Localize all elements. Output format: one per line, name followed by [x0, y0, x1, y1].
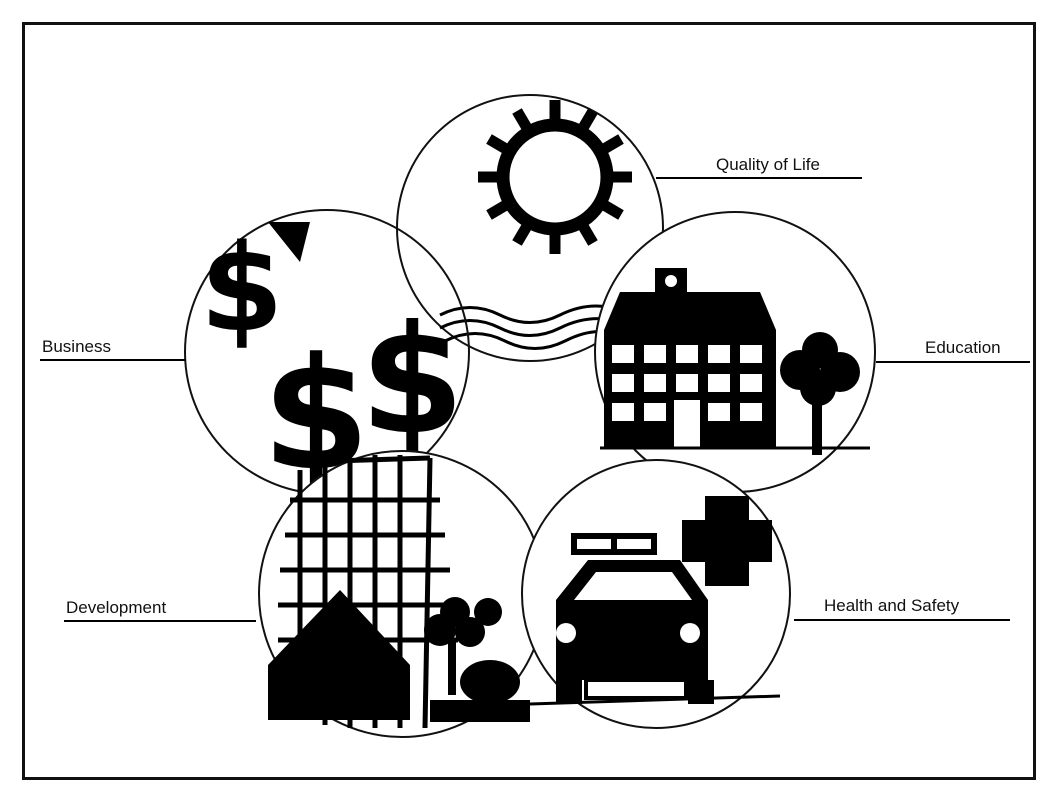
house-icon — [268, 590, 410, 720]
diagram-frame — [22, 22, 1036, 780]
label-health-and-safety: Health and Safety — [824, 596, 960, 615]
development-circle — [258, 450, 546, 738]
medical-cross-icon — [682, 496, 772, 586]
school-building-icon — [604, 268, 776, 448]
label-quality-of-life: Quality of Life — [716, 155, 820, 174]
label-leader-lines — [40, 177, 1030, 622]
label-development: Development — [66, 598, 167, 617]
education-circle — [594, 211, 876, 493]
label-education: Education — [925, 338, 1001, 357]
tree-icon — [600, 332, 870, 455]
health-and-safety-circle — [521, 459, 791, 729]
dollar-signs-icon: $ $ $ — [200, 220, 464, 505]
ambulance-icon — [529, 533, 781, 706]
water-waves-icon — [439, 304, 621, 350]
label-business: Business — [42, 337, 111, 356]
svg-text:$: $ — [360, 294, 464, 468]
sun-icon — [478, 100, 632, 254]
business-circle: $ $ $ — [184, 209, 470, 505]
bush-icon — [424, 597, 530, 722]
svg-text:$: $ — [200, 220, 284, 359]
quality-of-life-circle — [396, 94, 664, 362]
